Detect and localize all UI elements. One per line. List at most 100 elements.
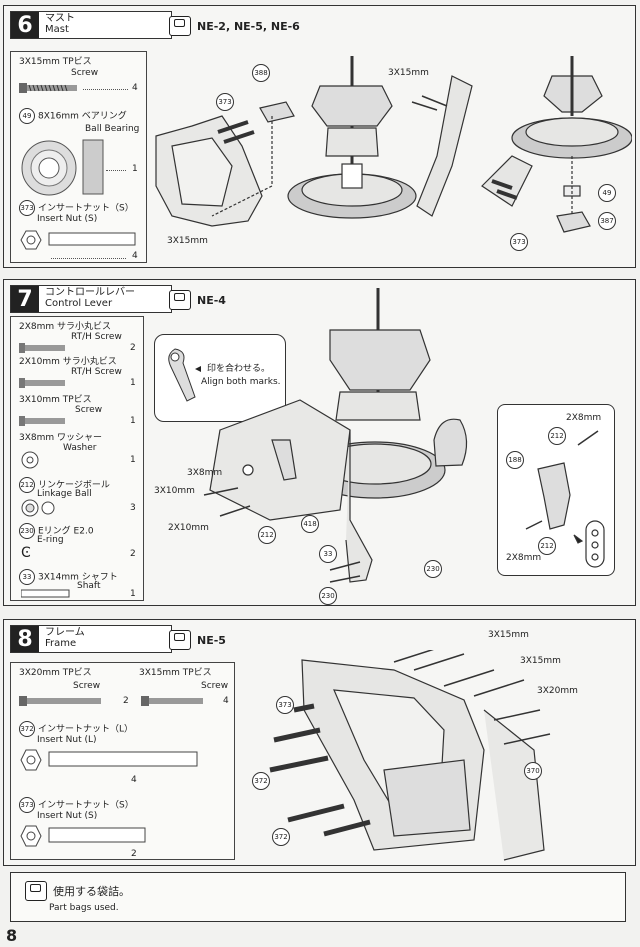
part-name-jp: 3X15mm TPビス (19, 57, 92, 67)
part-name-en: RT/H Screw (71, 332, 122, 342)
part-name-en: Screw (73, 681, 101, 691)
callout-part-id: 188 (506, 451, 524, 469)
bag-label: NE-4 (169, 290, 226, 310)
lever-mark-icon (168, 348, 201, 402)
insert-nut-icon (20, 230, 136, 250)
part-id: 373 (19, 797, 35, 813)
callout-screw: 2X8mm (566, 413, 602, 423)
shaft-icon (21, 589, 70, 598)
step-title-jp: マスト (45, 13, 75, 24)
step-6-panel: 6 マスト Mast NE-2, NE-5, NE-6 3X15mm TPビス … (3, 5, 636, 268)
callout-part-id: 388 (252, 64, 270, 82)
callout-screw: 2X10mm (168, 523, 209, 533)
part-name-en: Ball Bearing (85, 124, 140, 134)
callout-part-id: 373 (276, 696, 294, 714)
part-name-en: E-ring (37, 535, 64, 545)
callout-part-id: 33 (319, 545, 337, 563)
part-name-en: Shaft (77, 581, 101, 591)
part-id: 33 (19, 569, 35, 585)
mast-assembly-diagram (155, 56, 632, 233)
part-qty: 1 (130, 455, 136, 465)
part-id: 212 (19, 477, 35, 493)
part-name-jp: 3X20mm TPビス (19, 668, 92, 678)
callout-screw: 2X8mm (506, 553, 542, 563)
part-qty: 3 (130, 503, 136, 513)
screw-icon (19, 83, 77, 93)
step-title-en: Control Lever (45, 298, 113, 309)
legend-jp: 使用する袋詰。 (53, 885, 130, 898)
step-number: 7 (11, 286, 39, 312)
callout-screw: 3X15mm (388, 68, 429, 78)
part-qty: 1 (130, 416, 136, 426)
part-qty: 2 (123, 696, 129, 706)
part-name-en: RT/H Screw (71, 367, 122, 377)
page-number: 8 (6, 926, 18, 945)
step-7-header: 7 コントロールレバー Control Lever (10, 285, 172, 313)
ball-bearing-icon (21, 139, 104, 196)
screw-icon (141, 696, 203, 706)
e-ring-icon: Ͼ (21, 545, 31, 561)
bag-label: NE-2, NE-5, NE-6 (169, 16, 300, 36)
insert-nut-icon (20, 749, 198, 771)
callout-part-id: 230 (424, 560, 442, 578)
screw-icon (19, 696, 101, 706)
bag-text: NE-2, NE-5, NE-6 (197, 19, 300, 33)
part-name-en: Insert Nut (S) (37, 214, 98, 224)
note-jp: 印を合わせる。 (207, 364, 271, 374)
bag-icon (169, 16, 191, 36)
parts-list: 2X8mm サラ小丸ビス RT/H Screw 2 2X10mm サラ小丸ビス … (10, 316, 144, 601)
step-6-header: 6 マスト Mast (10, 11, 172, 39)
legend-en: Part bags used. (49, 903, 119, 913)
linkage-detail-box: 2X8mm 212 188 212 2X8mm (497, 404, 615, 576)
screw-icon (19, 416, 65, 426)
callout-part-id: 49 (598, 184, 616, 202)
step-number: 6 (11, 12, 39, 38)
part-bags-legend: 使用する袋詰。 Part bags used. (10, 872, 626, 922)
callout-part-id: 230 (319, 587, 337, 605)
step-number: 8 (11, 626, 39, 652)
part-qty: 2 (130, 549, 136, 559)
bag-text: NE-5 (197, 633, 226, 647)
callout-part-id: 373 (510, 233, 528, 251)
part-id: 373 (19, 200, 35, 216)
callout-part-id: 418 (301, 515, 319, 533)
part-name-en: Insert Nut (S) (37, 811, 98, 821)
bag-icon (169, 290, 191, 310)
callout-washer: 3X8mm (187, 468, 223, 478)
part-qty: 4 (223, 696, 229, 706)
part-qty: 2 (130, 343, 136, 353)
callout-part-id: 372 (252, 772, 270, 790)
callout-part-id: 372 (272, 828, 290, 846)
part-id: 372 (19, 721, 35, 737)
part-id: 49 (19, 108, 35, 124)
align-marks-note: 印を合わせる。 Align both marks. (154, 334, 286, 422)
part-name-jp: 3X8mm ワッシャー (19, 433, 103, 443)
part-name-en: Linkage Ball (37, 489, 92, 499)
control-lever-diagram (203, 288, 468, 583)
step-7-panel: 7 コントロールレバー Control Lever NE-4 2X8mm サラ小… (3, 279, 636, 606)
linkage-ball-icon (21, 499, 55, 517)
part-qty: 4 (132, 83, 138, 93)
callout-screw: 3X15mm (167, 236, 208, 246)
part-qty: 2 (131, 849, 137, 859)
insert-nut-icon (20, 825, 146, 847)
screw-icon (19, 343, 65, 353)
bag-text: NE-4 (197, 293, 226, 307)
part-name-en: Screw (71, 68, 99, 78)
callout-part-id: 373 (216, 93, 234, 111)
bag-label: NE-5 (169, 630, 226, 650)
part-name-jp: 2X8mm サラ小丸ビス (19, 322, 112, 332)
part-name-en: Insert Nut (L) (37, 735, 97, 745)
callout-part-id: 387 (598, 212, 616, 230)
part-qty: 1 (132, 164, 138, 174)
step-title-en: Mast (45, 24, 69, 35)
callout-screw: 3X15mm (520, 656, 561, 666)
washer-icon (21, 451, 39, 469)
lever-detail-drawing (525, 430, 605, 568)
